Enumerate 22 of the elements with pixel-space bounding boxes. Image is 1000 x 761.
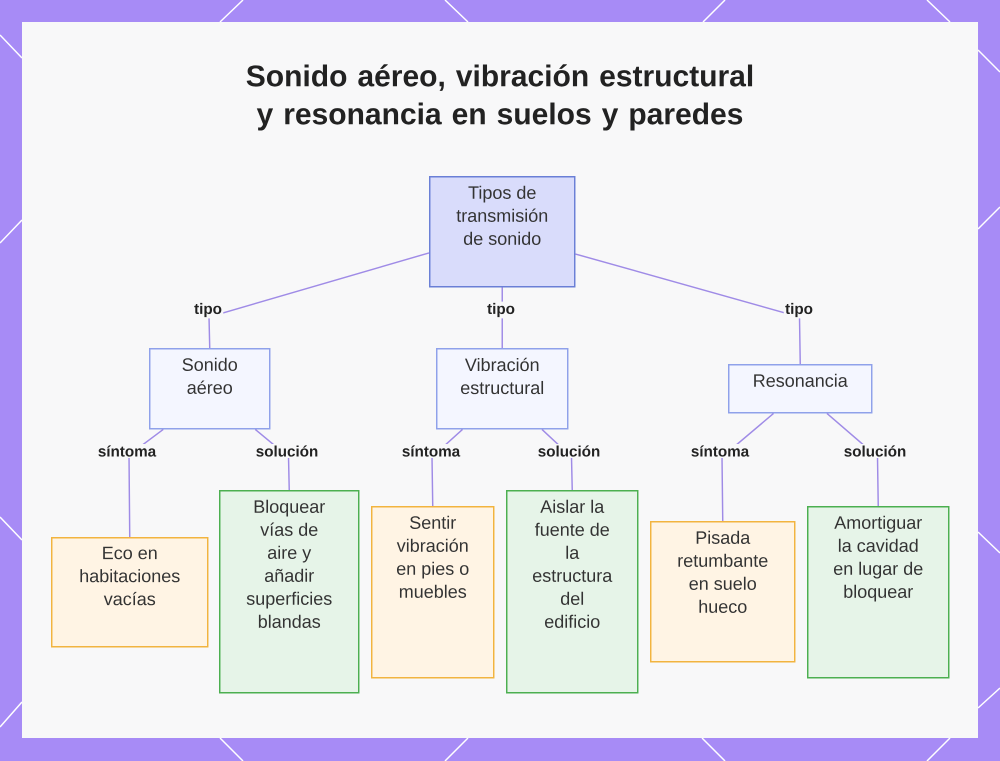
edge-label: síntoma [690,444,750,458]
edge-label: tipo [784,302,814,318]
concept-box: Pisada retumbante en suelo hueco [650,521,796,662]
edge-label: tipo [486,302,516,318]
connector-line [208,252,430,348]
concept-box: Bloquear vías de aire y añadir superficies blandas [219,490,360,694]
concept-box: Resonancia [728,364,872,414]
concept-box: Sonido aéreo [149,348,270,430]
edge-label: tipo [192,302,224,318]
edge-label: síntoma [96,444,158,458]
edge-label: solución [536,444,602,458]
concept-box: Amortiguar la cavidad en lugar de bloquear [807,506,950,678]
concept-box: Tipos de transmisión de sonido [429,176,576,288]
concept-box: Sentir vibración en pies o muebles [371,506,494,678]
concept-box: Aislar la fuente de la estructura del edificio [506,490,638,694]
concept-box: Vibración estructural [436,348,568,430]
title: Sonido aéreo, vibración estructural y resonancia en suelos y paredes [246,64,752,130]
edge-label: síntoma [400,444,462,458]
edge-label: solución [254,444,320,458]
concept-box: Eco en habitaciones vacías [51,537,208,648]
connector-line [575,253,801,364]
edge-label: solución [842,444,908,458]
